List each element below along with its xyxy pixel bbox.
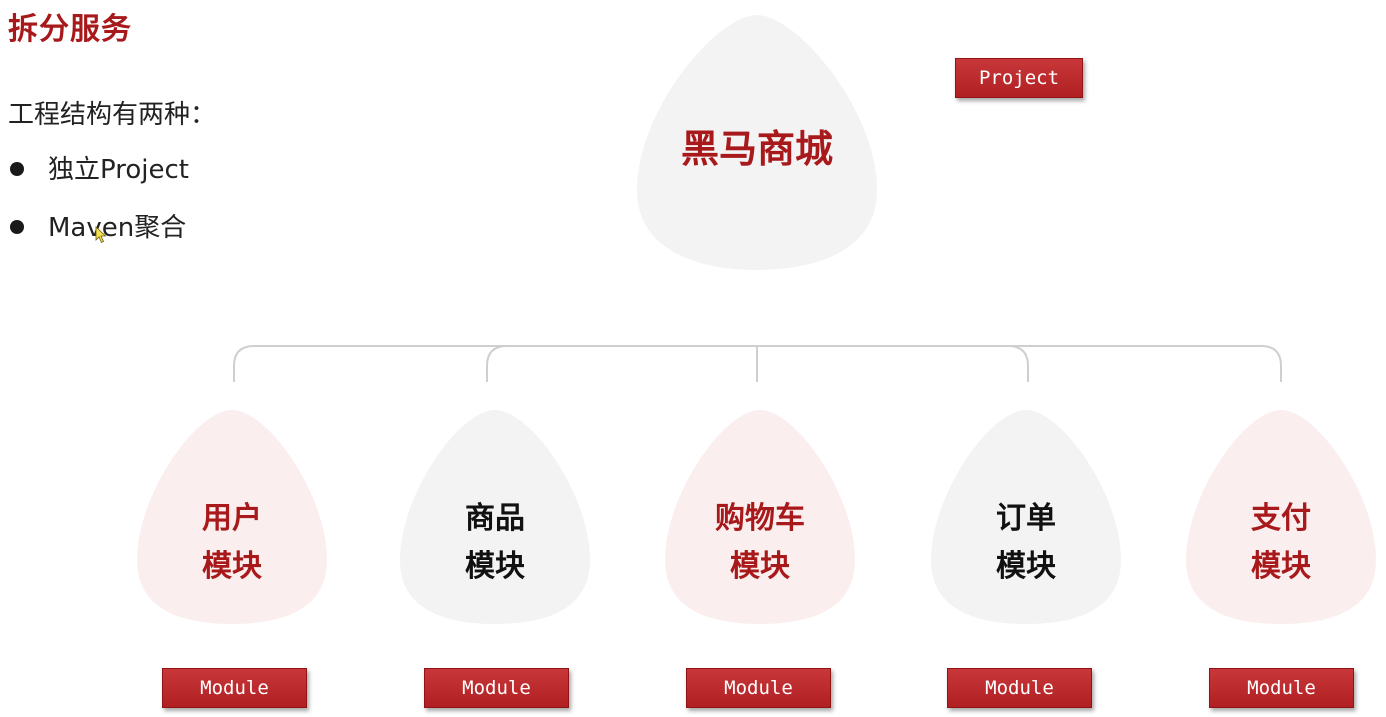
module-label-line2: 模块	[730, 549, 790, 584]
module-bubble	[931, 410, 1121, 624]
connector-pay	[1048, 345, 1282, 382]
bullet-text: 独立Project	[48, 155, 189, 185]
project-tag: Project	[955, 58, 1083, 98]
module-tag-product: Module	[424, 668, 569, 708]
module-label-line1: 商品	[465, 501, 525, 536]
bullet-dot-icon	[10, 219, 24, 234]
module-label-line2: 模块	[465, 549, 525, 584]
module-tag-order: Module	[947, 668, 1092, 708]
module-tag-cart: Module	[686, 668, 831, 708]
bullet-dot-icon	[10, 161, 24, 176]
bullet-item-maven-aggregation: Maven聚合	[8, 208, 189, 248]
bullet-item-independent-project: 独立Project	[8, 150, 189, 190]
connector-lines	[233, 345, 1282, 382]
root-bubble	[637, 15, 877, 270]
module-bubble	[137, 410, 327, 624]
root-label: 黑马商城	[681, 127, 833, 171]
module-bubble	[665, 410, 855, 624]
module-node-pay: 支付 模块	[1186, 410, 1376, 624]
module-label-line2: 模块	[1251, 549, 1311, 584]
module-bubble	[400, 410, 590, 624]
module-node-cart: 购物车 模块	[665, 410, 855, 624]
module-label-line2: 模块	[996, 549, 1056, 584]
module-label-line1: 购物车	[715, 501, 805, 536]
module-bubble	[1186, 410, 1376, 624]
module-label-line2: 模块	[202, 549, 262, 584]
module-node-product: 商品 模块	[400, 410, 590, 624]
root-node: 黑马商城	[637, 15, 877, 270]
page-title: 拆分服务	[8, 12, 132, 47]
module-node-user: 用户 模块	[137, 410, 327, 624]
bullet-list: 独立Project Maven聚合	[8, 150, 189, 266]
intro-text: 工程结构有两种：	[8, 100, 217, 130]
module-label-line1: 用户	[202, 501, 262, 536]
module-node-order: 订单 模块	[931, 410, 1121, 624]
mouse-cursor-icon	[95, 226, 107, 244]
module-label-line1: 支付	[1251, 501, 1311, 536]
module-tag-pay: Module	[1209, 668, 1354, 708]
connector-user	[233, 345, 467, 382]
module-label-line1: 订单	[996, 501, 1056, 536]
bullet-text: Maven聚合	[48, 213, 187, 243]
module-tag-user: Module	[162, 668, 307, 708]
